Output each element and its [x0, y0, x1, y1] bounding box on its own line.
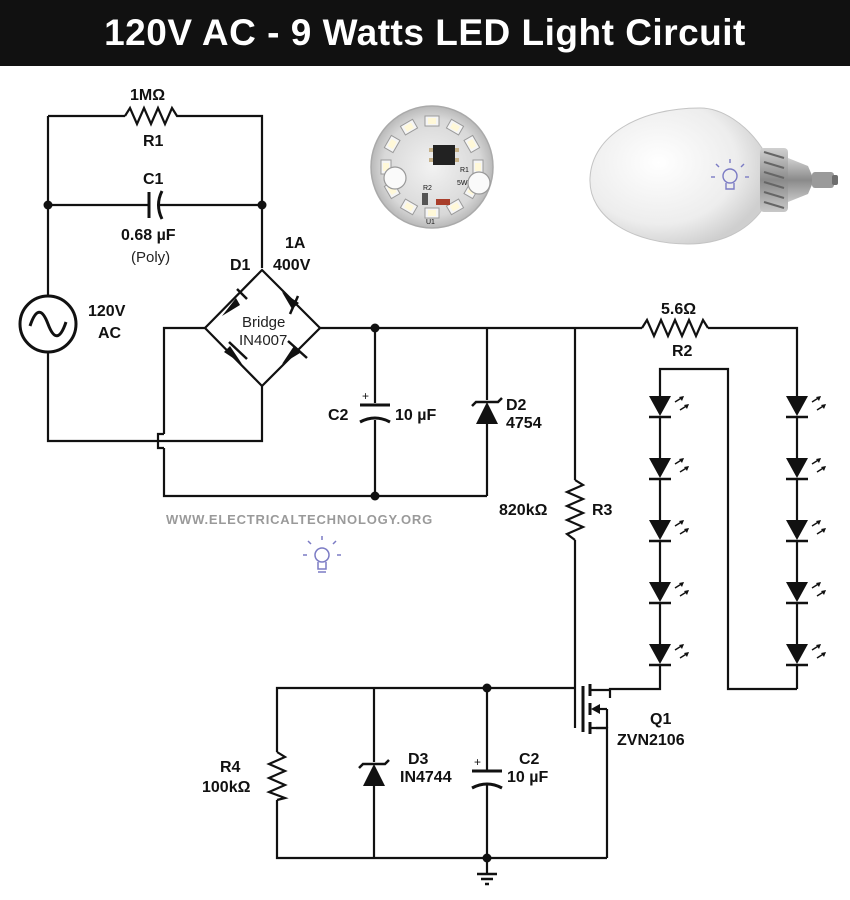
- led-right-2: [786, 458, 826, 481]
- c2-bottom-ref: C2: [519, 751, 540, 768]
- led-pcb-image: R1 5W R2 U1: [370, 105, 494, 229]
- r1-ref: R1: [143, 133, 164, 150]
- d1-voltage-rating: 400V: [273, 257, 311, 274]
- r1-value: 1MΩ: [130, 87, 165, 104]
- pcb-led-chip: [383, 134, 401, 154]
- page-title: 120V AC - 9 Watts LED Light Circuit: [104, 12, 746, 53]
- ac-voltage-label: 120V: [88, 303, 126, 320]
- d1-ref: D1: [230, 257, 251, 274]
- c2-bottom-capacitor: [471, 769, 503, 790]
- d2-part: 4754: [506, 415, 542, 432]
- pcb-mark-r2: R2: [423, 185, 432, 192]
- d3-part: IN4744: [400, 769, 452, 786]
- junction-dots: [43, 200, 492, 863]
- pcb-led-chip: [424, 207, 440, 219]
- led-right-1: [786, 396, 826, 419]
- r2-ref: R2: [672, 343, 693, 360]
- led-right-3: [786, 520, 826, 543]
- led-left-4: [649, 582, 689, 605]
- ac-type-label: AC: [98, 325, 122, 342]
- pcb-led-chip: [463, 134, 481, 154]
- pcb-mark-5w: 5W: [457, 180, 468, 187]
- q1-mosfet: [573, 684, 610, 734]
- bridge-part: IN4007: [239, 332, 287, 349]
- ground-symbol: [477, 872, 497, 886]
- q1-part: ZVN2106: [617, 732, 685, 749]
- pcb-led-chip: [445, 198, 465, 216]
- c2-bottom-polarity: +: [474, 755, 481, 769]
- r1-resistor: [124, 105, 180, 127]
- wires: [46, 114, 799, 874]
- c2-top-ref: C2: [328, 407, 349, 424]
- led-left-1: [649, 396, 689, 419]
- bridge-rectifier: [203, 268, 322, 388]
- led-strings: [649, 396, 826, 668]
- ac-source-symbol: [18, 294, 78, 354]
- c2-top-capacitor: [359, 403, 391, 424]
- c2-top-value: 10 µF: [395, 407, 436, 424]
- r4-resistor: [266, 751, 289, 802]
- led-left-2: [649, 458, 689, 481]
- pcb-mark-r1: R1: [460, 167, 469, 174]
- r2-value: 5.6Ω: [661, 301, 696, 318]
- d1-current-rating: 1A: [285, 235, 306, 252]
- c2-bottom-value: 10 µF: [507, 769, 548, 786]
- r3-ref: R3: [592, 502, 613, 519]
- watermark-text: WWW.ELECTRICALTECHNOLOGY.ORG: [166, 512, 433, 527]
- led-right-4: [786, 582, 826, 605]
- r3-value: 820kΩ: [499, 502, 548, 519]
- d3-zener-diode: [358, 759, 390, 786]
- d3-ref: D3: [408, 751, 429, 768]
- pcb-led-chip: [399, 198, 419, 216]
- r4-value: 100kΩ: [202, 779, 251, 796]
- c1-ref: C1: [143, 171, 164, 188]
- led-left-5: [649, 644, 689, 667]
- r4-ref: R4: [220, 759, 241, 776]
- title-bar: 120V AC - 9 Watts LED Light Circuit: [0, 0, 850, 66]
- d2-zener-diode: [471, 397, 503, 424]
- c2-top-polarity: +: [362, 389, 369, 403]
- pcb-led-chip: [472, 159, 484, 175]
- pcb-led-chip: [399, 118, 419, 136]
- d2-ref: D2: [506, 397, 527, 414]
- pcb-led-chip: [424, 115, 440, 127]
- pcb-led-chip: [445, 118, 465, 136]
- led-left-3: [649, 520, 689, 543]
- pcb-mark-u1: U1: [426, 219, 435, 226]
- c1-value: 0.68 µF: [121, 227, 176, 244]
- q1-ref: Q1: [650, 711, 671, 728]
- bridge-label: Bridge: [242, 314, 285, 331]
- led-bulb-image: [589, 107, 838, 245]
- bulb-logo-icon: [303, 536, 341, 573]
- r2-resistor: [641, 317, 709, 339]
- c1-note: (Poly): [131, 249, 170, 266]
- led-right-5: [786, 644, 826, 667]
- c1-capacitor: [147, 190, 164, 220]
- r3-resistor: [564, 479, 586, 541]
